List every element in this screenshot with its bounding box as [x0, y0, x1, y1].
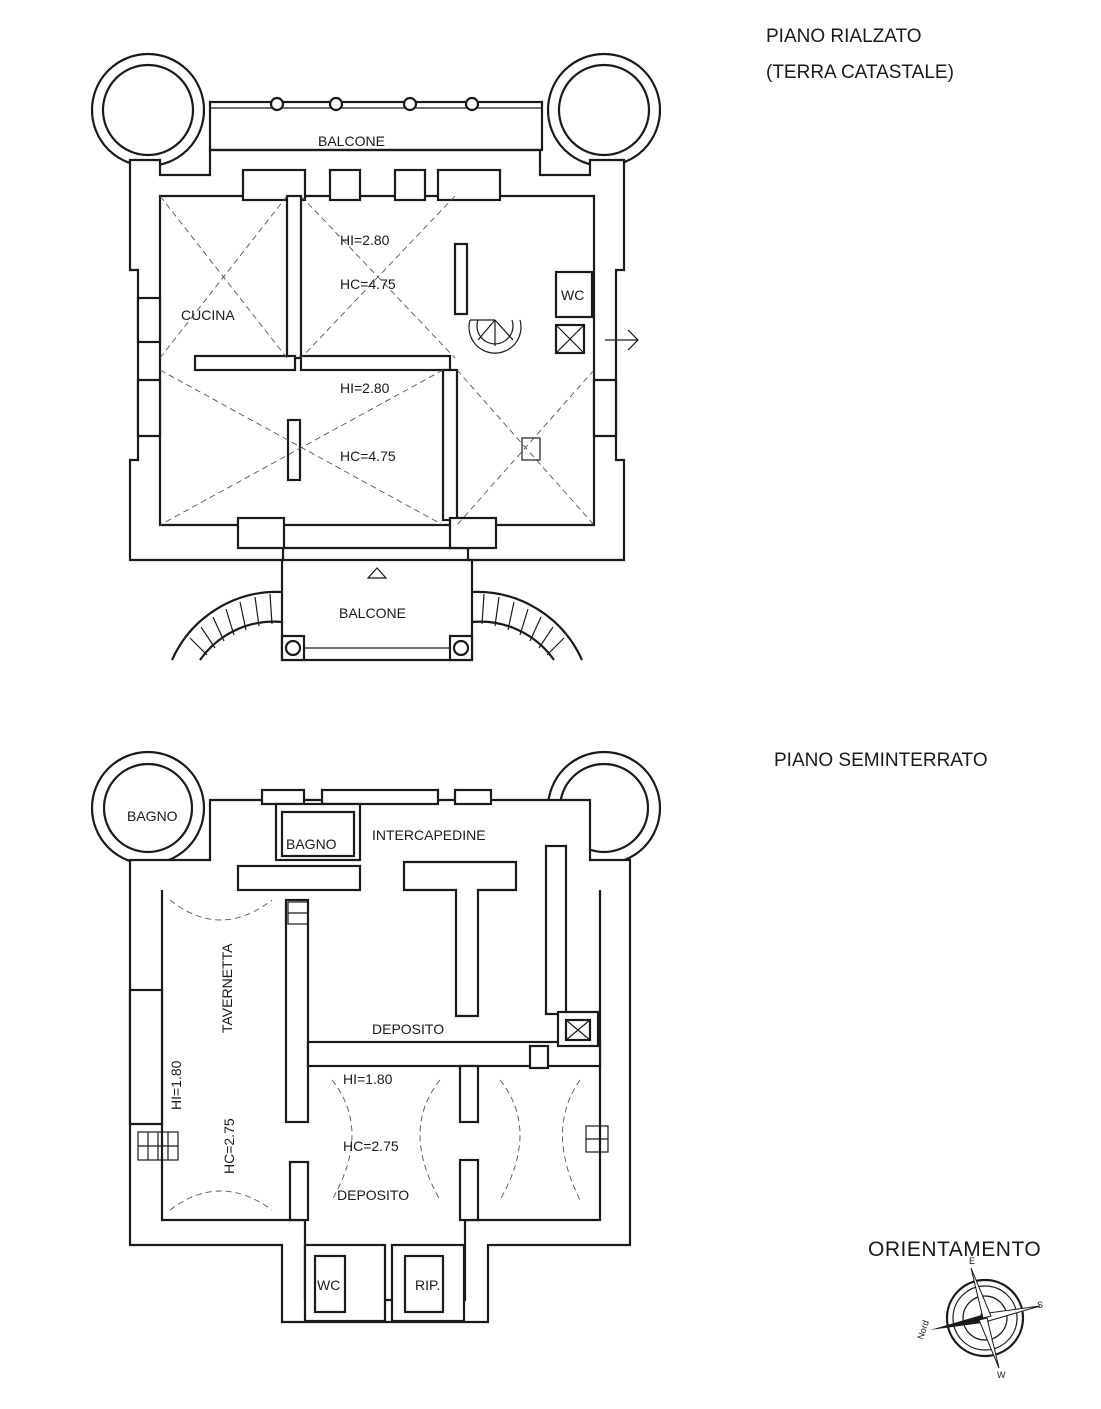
lower-bagno-label: BAGNO — [286, 836, 337, 852]
upper-cucina-label: CUCINA — [181, 307, 235, 323]
lower-wc-label: WC — [317, 1277, 340, 1293]
upper-floor-plan: BALCONE CUCINA HI=2.80 HC=4.75 WC HI=2.8… — [90, 52, 662, 662]
compass-north-needle — [930, 1314, 989, 1330]
upper-room-s-hc-label: HC=4.75 — [340, 448, 396, 464]
compass-nord-label: Nord — [915, 1319, 931, 1341]
lower-floor-plan: BAGNO BAGNO INTERCAPEDINE TAVERNETTA HI=… — [90, 750, 662, 1324]
upper-room-ne-hc-label: HC=4.75 — [340, 276, 396, 292]
lower-tavernetta-label: TAVERNETTA — [219, 943, 235, 1033]
upper-tower-east — [546, 52, 662, 168]
upper-balcone-north-label: BALCONE — [318, 133, 385, 149]
upper-floor-subtitle: (TERRA CATASTALE) — [766, 62, 954, 83]
compass-w-label: W — [997, 1370, 1006, 1380]
upper-room-ne-hi-label: HI=2.80 — [340, 232, 390, 248]
lower-rip-label: RIP. — [415, 1277, 440, 1293]
compass-e-label: E — [969, 1256, 975, 1266]
upper-balcone-south-label: BALCONE — [339, 605, 406, 621]
compass-rose-icon: Nord E S W — [915, 1256, 1043, 1380]
upper-wc-label: WC — [561, 287, 584, 303]
lower-intercapedine-label: INTERCAPEDINE — [372, 827, 486, 843]
lower-bagno-tower-label: BAGNO — [127, 808, 178, 824]
lower-floor-title: PIANO SEMINTERRATO — [774, 750, 988, 771]
upper-floor-title: PIANO RIALZATO — [766, 26, 922, 47]
lower-tav-hi-label: HI=1.80 — [168, 1060, 184, 1110]
lower-deposito-north-label: DEPOSITO — [372, 1021, 444, 1037]
orientation-title: ORIENTAMENTO — [868, 1238, 1041, 1261]
upper-tower-west — [90, 52, 206, 168]
compass-s-label: S — [1037, 1300, 1043, 1310]
lower-dep-hi-label: HI=1.80 — [343, 1071, 393, 1087]
lower-dep-hc-label: HC=2.75 — [343, 1138, 399, 1154]
upper-room-s-hi-label: HI=2.80 — [340, 380, 390, 396]
lower-tav-hc-label: HC=2.75 — [221, 1118, 237, 1174]
lower-deposito-south-label: DEPOSITO — [337, 1187, 409, 1203]
